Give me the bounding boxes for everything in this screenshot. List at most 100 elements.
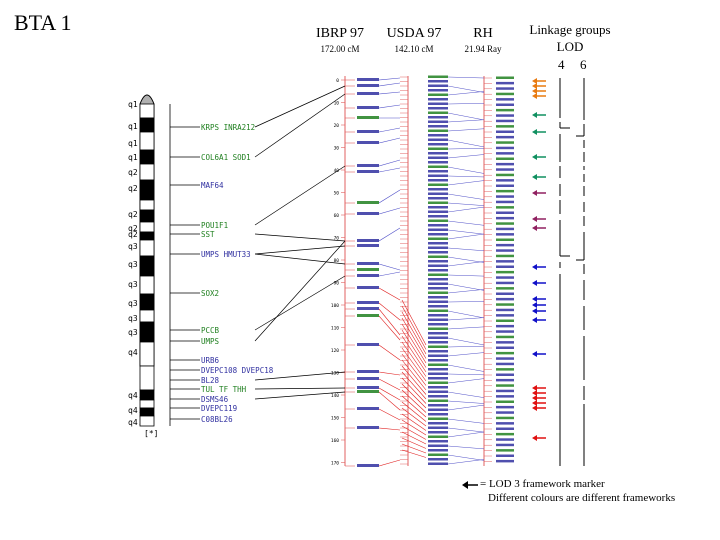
rh-marker-label <box>496 292 514 295</box>
usda-marker-label <box>428 368 448 371</box>
usda-rh-link <box>447 119 485 123</box>
linkage-groups-title: Linkage groups <box>529 22 611 37</box>
ibrp-usda-link <box>378 308 401 336</box>
usda-rh-link <box>447 345 485 348</box>
usda-rh-link <box>447 220 485 226</box>
legend-framework-text: = LOD 3 framework marker <box>480 478 605 490</box>
ibrp-usda-link <box>378 459 401 467</box>
rh-marker-label <box>496 422 514 425</box>
rh-marker-label <box>496 281 514 285</box>
rh-marker-label <box>496 308 514 312</box>
usda-rh-link <box>447 154 485 159</box>
ibrp-marker-label <box>357 343 379 346</box>
rh-marker-label <box>496 254 514 258</box>
usda-rh-link <box>447 301 485 303</box>
usda-marker-label <box>428 395 448 398</box>
ibrp-usda-link <box>378 371 401 376</box>
usda-marker-label <box>428 89 448 92</box>
ibrp-tick-label: 120 <box>331 348 339 354</box>
usda-marker-label <box>428 233 448 236</box>
ibrp-usda-link <box>378 287 401 301</box>
framework-arrow-icon <box>532 435 546 441</box>
cyto-marker-label: DVEPC119 <box>201 404 237 413</box>
rh-marker-label <box>496 384 514 387</box>
ibrp-tick-label: 80 <box>334 258 340 264</box>
rh-marker-label <box>496 108 514 112</box>
usda-rh-link <box>447 148 485 150</box>
band-label: q4.4 <box>128 391 147 400</box>
cyto-ibrp-link <box>254 253 346 265</box>
legend-colour-text: Different colours are different framewor… <box>488 492 676 504</box>
rh-marker-label <box>496 416 514 420</box>
usda-marker-label <box>428 111 448 114</box>
ibrp-usda-link <box>378 408 401 421</box>
band-label: q3.3 <box>128 280 147 289</box>
usda-rh-link <box>447 364 485 372</box>
framework-arrow-icon <box>532 302 546 308</box>
usda-marker-label <box>428 435 448 438</box>
rh-marker-label <box>496 200 514 204</box>
ibrp-tick-label: 100 <box>331 303 339 309</box>
cyto-ibrp-link <box>254 371 346 381</box>
ibrp-marker-label <box>357 274 379 277</box>
usda-marker-label <box>428 192 448 195</box>
cyto-marker-label: PCCB <box>201 326 220 335</box>
rh-marker-label <box>496 395 514 398</box>
usda-marker-label <box>428 206 448 209</box>
ibrp-marker-label <box>357 377 379 380</box>
usda-marker-label <box>428 453 448 456</box>
usda-red-fan <box>401 401 427 422</box>
ibrp-tick-label: 70 <box>334 236 340 242</box>
usda-marker-label <box>428 350 448 353</box>
framework-arrow-icon <box>532 351 546 357</box>
rh-marker-label <box>496 211 514 214</box>
rh-marker-label <box>496 400 514 403</box>
ibrp-tick-label: 130 <box>331 371 339 377</box>
chromosome-band <box>139 255 155 277</box>
ibrp-marker-label <box>357 212 379 215</box>
rh-marker-label <box>496 173 514 177</box>
usda-rh-link <box>447 431 485 438</box>
rh-marker-label <box>496 243 514 247</box>
framework-arrow-icon <box>532 78 546 84</box>
usda-rh-link <box>447 400 485 404</box>
chromosome-title: BTA 1 <box>14 10 72 35</box>
usda-marker-label <box>428 215 448 218</box>
map-name-usda: USDA 97 <box>386 26 442 41</box>
usda-rh-link <box>447 378 485 384</box>
chromosome-band <box>139 275 155 295</box>
usda-marker-label <box>428 386 448 389</box>
legend-arrow-icon <box>462 480 478 493</box>
rh-marker-label <box>496 303 514 306</box>
rh-marker-label <box>496 130 514 133</box>
band-label: q1.2 <box>128 122 147 131</box>
band-label: q4.6 <box>128 418 147 427</box>
band-label: q3.2 <box>128 260 147 269</box>
usda-rh-link <box>447 418 485 424</box>
usda-marker-label <box>428 237 448 240</box>
usda-marker-label <box>428 408 448 411</box>
ibrp-tick-label: 10 <box>334 101 340 107</box>
usda-red-fan <box>401 305 427 350</box>
usda-marker-label <box>428 287 448 290</box>
ibrp-tick-label: 140 <box>331 393 339 399</box>
usda-red-fan <box>401 407 427 427</box>
usda-red-fan <box>401 443 427 454</box>
chromosome-band <box>139 309 155 323</box>
rh-marker-label <box>496 98 514 101</box>
cyto-ibrp-link <box>254 387 346 390</box>
map-length-usda: 142.10 cM <box>394 44 434 54</box>
band-label: q4.1 <box>128 348 147 357</box>
usda-red-fan <box>401 377 427 404</box>
rh-marker-label <box>496 341 514 344</box>
framework-arrow-icon <box>532 385 546 391</box>
ibrp-marker-label <box>357 301 379 304</box>
usda-rh-link <box>447 193 485 200</box>
usda-red-fan <box>401 431 427 445</box>
band-label: q3.5 <box>128 314 147 323</box>
ibrp-marker-label <box>357 386 379 389</box>
cyto-marker-label: SST <box>201 230 215 239</box>
usda-marker-label <box>428 341 448 344</box>
usda-rh-link <box>447 445 485 450</box>
ibrp-usda-link <box>378 315 401 341</box>
